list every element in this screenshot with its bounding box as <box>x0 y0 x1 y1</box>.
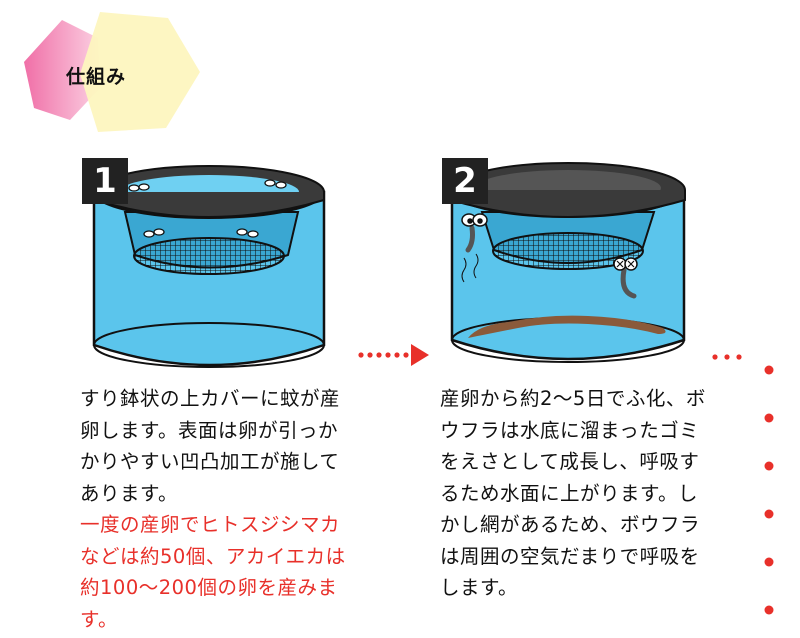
pink-hexagon <box>24 20 100 120</box>
larva-icon <box>461 213 488 283</box>
yellow-hexagon <box>80 12 200 132</box>
step-1-description: すり鉢状の上カバーに蚊が産卵します。表面は卵が引っかかりやすい凹凸加工が施してあ… <box>80 383 350 635</box>
egg-icons <box>128 179 287 238</box>
debris-icon <box>468 315 666 338</box>
continuation-dots <box>712 354 774 615</box>
arrow-right-icon <box>358 344 429 366</box>
step-1-badge: 1 <box>82 158 128 204</box>
header-decoration <box>24 12 200 132</box>
step-1-text: すり鉢状の上カバーに蚊が産卵します。表面は卵が引っかかりやすい凹凸加工が施してあ… <box>80 387 341 505</box>
section-title: 仕組み <box>66 66 127 88</box>
step-1-illustration: 1 <box>70 150 340 380</box>
bucket-with-larvae-icon <box>450 162 686 363</box>
bucket-with-cover-icon <box>92 165 326 368</box>
step-1-highlight: 一度の産卵でヒトスジシマカなどは約50個、アカイエカは約100〜200個の卵を産… <box>80 513 346 631</box>
step-2-illustration: 2 <box>438 150 708 380</box>
step-2-text: 産卵から約2〜5日でふ化、ボウフラは水底に溜まったゴミをえさとして成長し、呼吸す… <box>440 387 706 599</box>
step-2-description: 産卵から約2〜5日でふ化、ボウフラは水底に溜まったゴミをえさとして成長し、呼吸す… <box>440 383 715 604</box>
step-2-badge: 2 <box>442 158 488 204</box>
dead-larva-icon <box>613 257 638 299</box>
